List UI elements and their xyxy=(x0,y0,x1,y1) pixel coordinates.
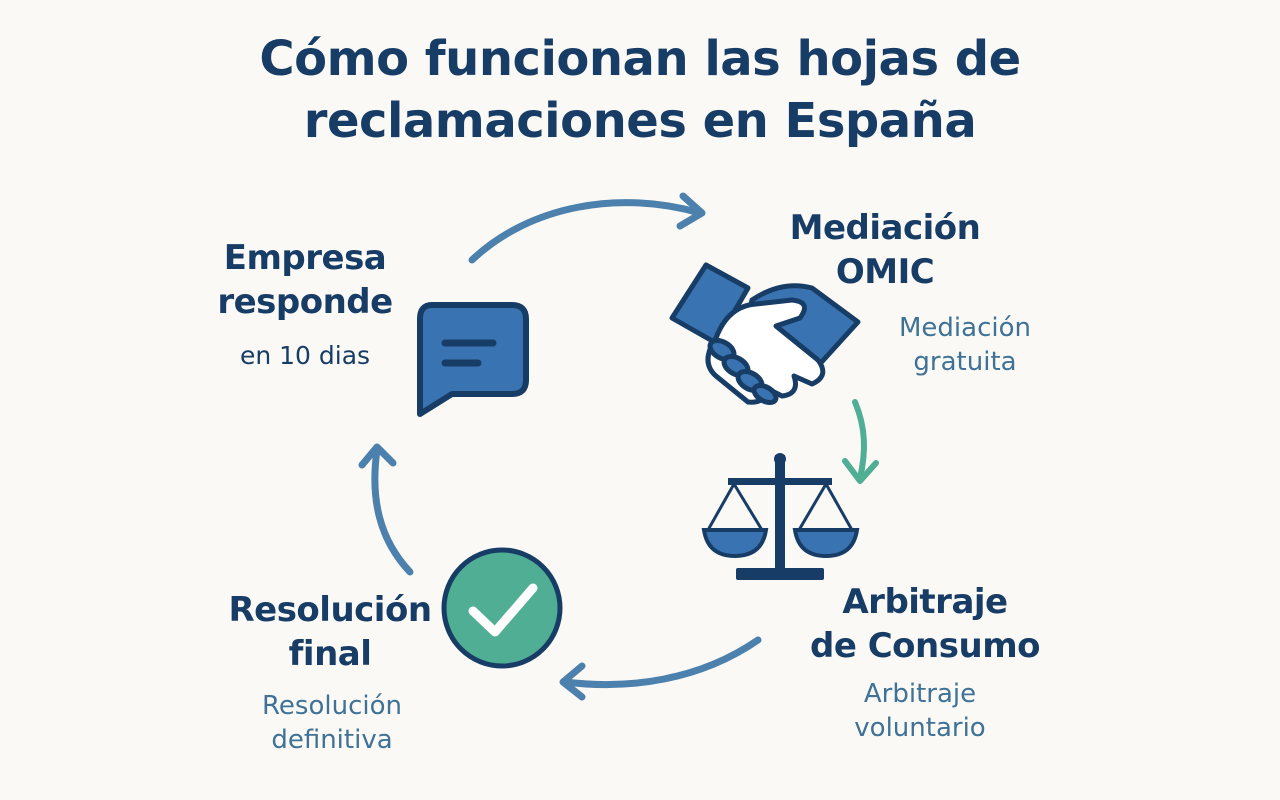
empresa-heading-line-2: responde xyxy=(217,282,393,322)
resolucion-detail-line-1: Resolución xyxy=(262,691,402,721)
flow-arrows xyxy=(358,192,879,701)
title-line-2: reclamaciones en España xyxy=(303,93,977,149)
check-circle-icon xyxy=(441,547,563,669)
speech-bubble-icon xyxy=(417,302,529,417)
arbitraje-detail: Arbitraje voluntario xyxy=(830,677,1010,745)
mediacion-detail: Mediación gratuita xyxy=(875,311,1055,379)
resolucion-heading: Resolución final xyxy=(212,588,448,676)
title-line-1: Cómo funcionan las hojas de xyxy=(259,31,1021,87)
mediacion-heading: Mediación OMIC xyxy=(770,206,1000,294)
page-title: Cómo funcionan las hojas de reclamacione… xyxy=(0,28,1280,152)
arrow-mediacion-to-arbitraje xyxy=(842,399,879,484)
resolucion-detail: Resolución definitiva xyxy=(232,689,432,757)
arbitraje-detail-line-1: Arbitraje xyxy=(863,679,977,709)
arbitraje-heading: Arbitraje de Consumo xyxy=(795,580,1055,668)
resolucion-detail-line-2: definitiva xyxy=(271,725,393,755)
arbitraje-heading-line-1: Arbitraje xyxy=(842,582,1008,622)
arrow-resolucion-to-empresa xyxy=(358,443,414,576)
arbitraje-heading-line-2: de Consumo xyxy=(810,626,1040,666)
arbitraje-detail-line-2: voluntario xyxy=(854,713,986,743)
mediacion-detail-line-2: gratuita xyxy=(913,347,1017,377)
handshake-icon xyxy=(669,262,861,406)
resolucion-heading-line-2: final xyxy=(288,634,372,674)
empresa-heading: Empresa responde xyxy=(205,236,405,324)
resolucion-heading-line-1: Resolución xyxy=(228,590,432,630)
mediacion-detail-line-1: Mediación xyxy=(899,313,1031,343)
arrow-empresa-to-mediacion xyxy=(468,192,706,264)
mediacion-heading-line-2: OMIC xyxy=(835,252,935,292)
arrow-arbitraje-to-resolucion xyxy=(559,636,762,701)
empresa-detail: en 10 dias xyxy=(239,341,371,370)
scales-icon xyxy=(701,453,860,580)
empresa-heading-line-1: Empresa xyxy=(223,238,387,278)
mediacion-heading-line-1: Mediación xyxy=(789,208,981,248)
